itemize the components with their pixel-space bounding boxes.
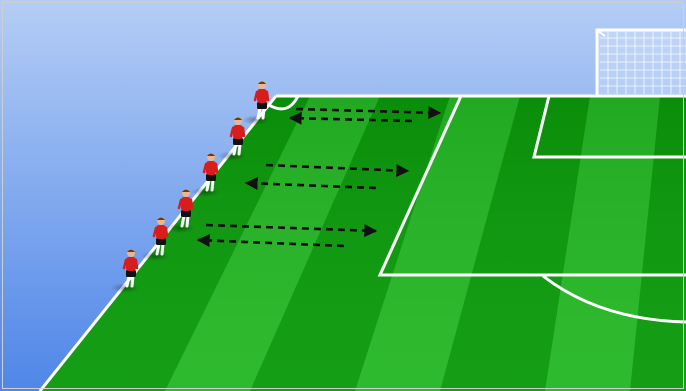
goal-net-icon — [597, 30, 686, 96]
